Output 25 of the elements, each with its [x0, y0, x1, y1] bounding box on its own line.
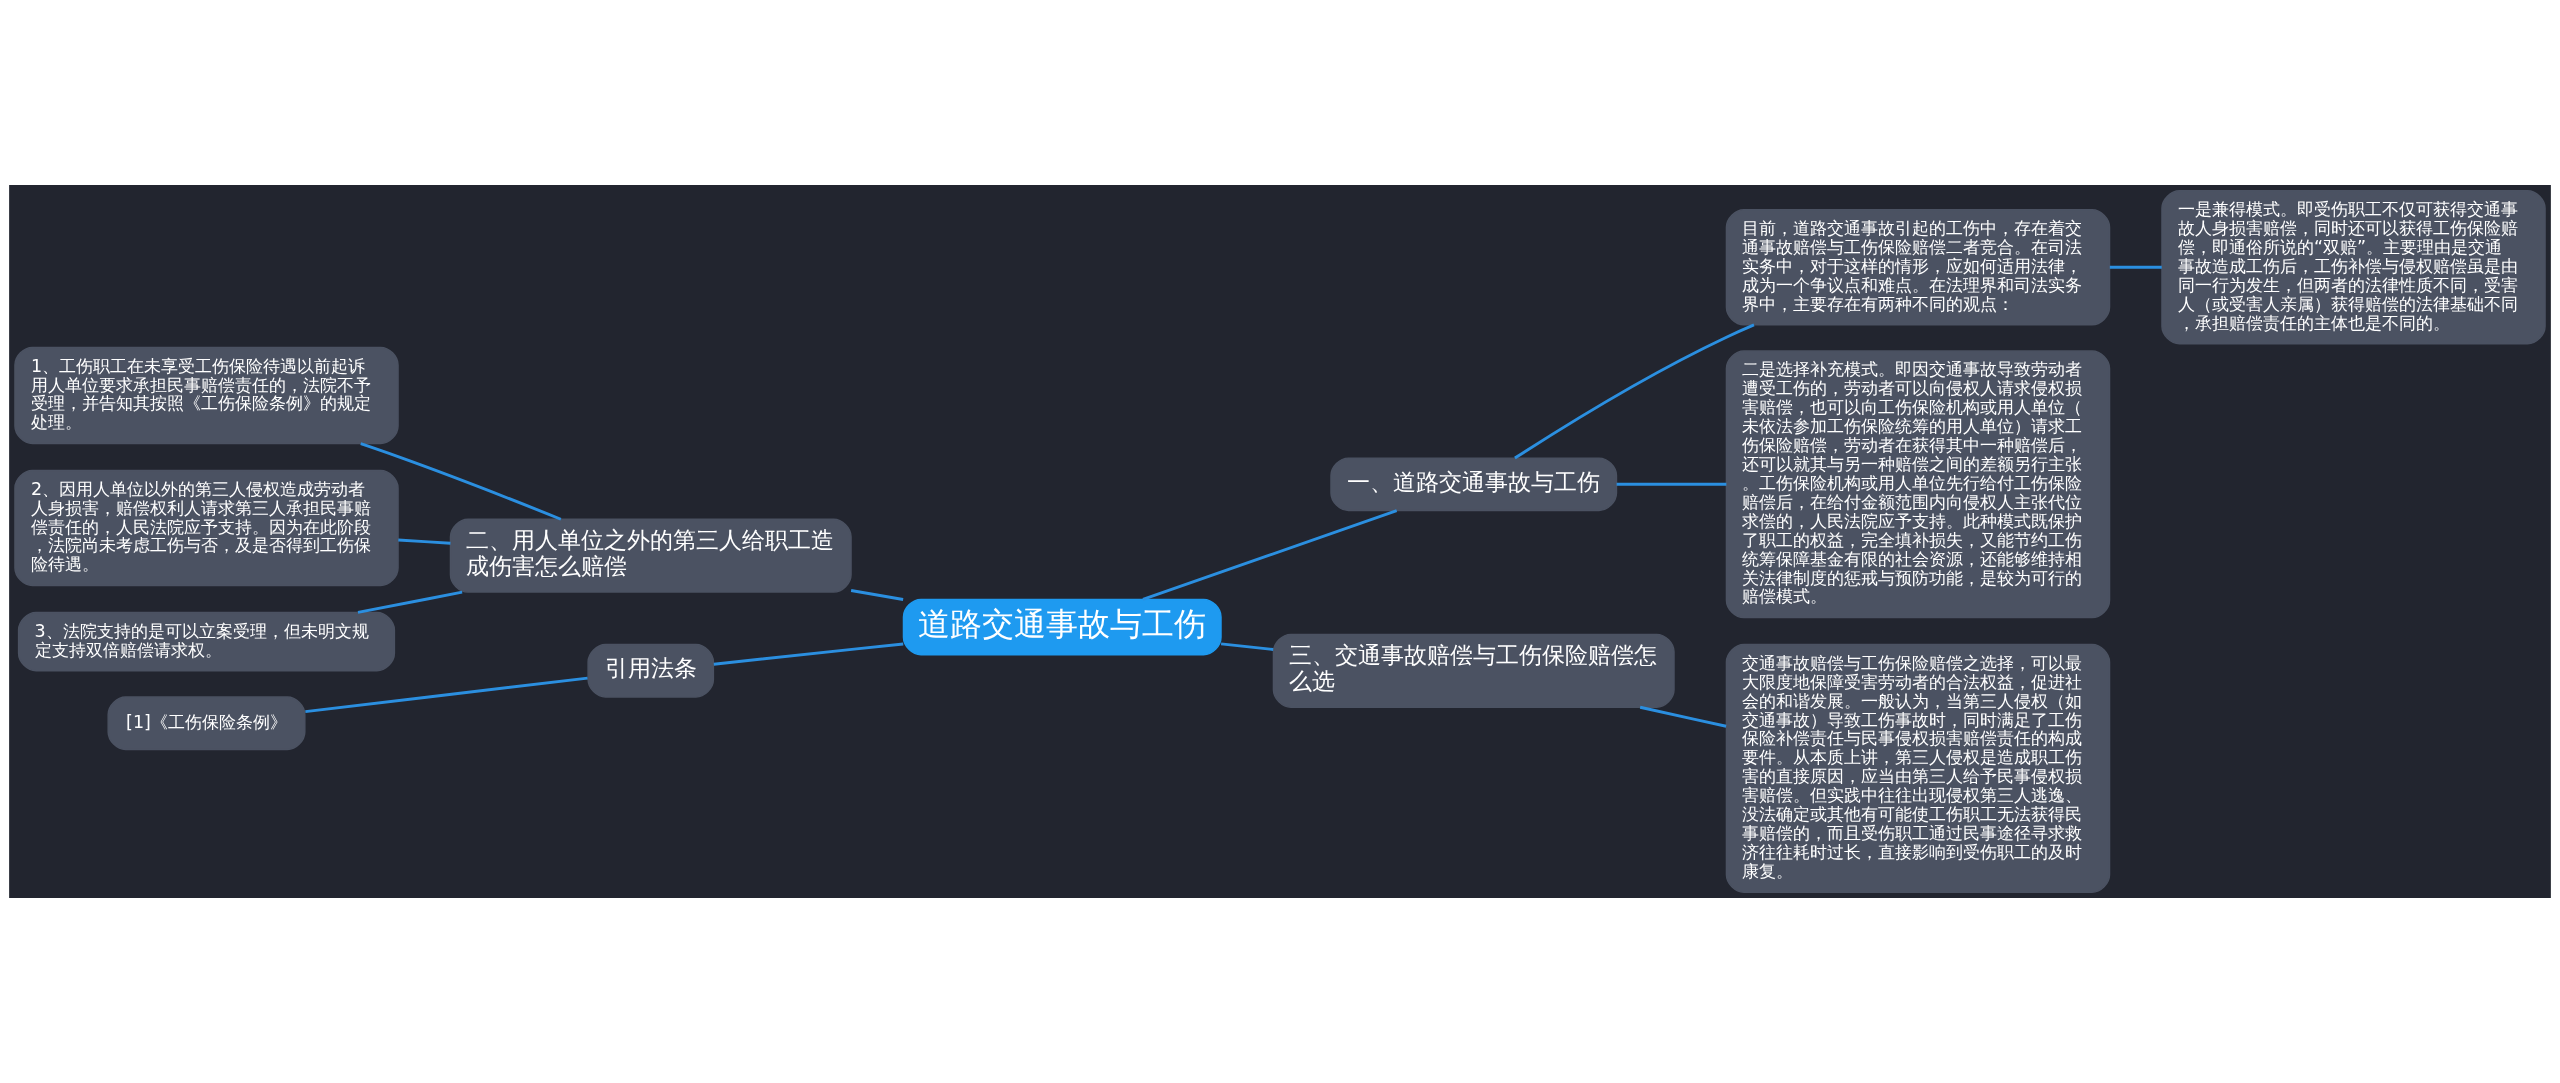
connector — [713, 642, 904, 666]
node-box: 一是兼得模式。即受伤职工不仅可获得交通事故人身损害赔偿，同时还可以获得工伤保险赔偿，即通俗所说的“双赔”。主要理由是交通事故造成工伤后，工伤补偿与侵权赔偿虽是由同一行为发生，但两者的法律性质不同，受害人（或受害人亲属）获得赔偿的法律基础不同，承担赔偿责任的主体也是不同的。 — [2161, 190, 2546, 345]
node-box: 道路交通事故与工伤 — [902, 598, 1222, 656]
connector — [357, 590, 463, 614]
connector — [2109, 265, 2162, 269]
node-box: 目前，道路交通事故引起的工伤中，存在着交通事故赔偿与工伤保险赔偿二者竞合。在司法实务中，对于这样的情形，应如何适用法律，成为一个争议点和难点。在法理界和司法实务界中，主要存在有两种不同的观点： — [1725, 209, 2111, 326]
node-box: [1]《工伤保险条例》 — [107, 696, 306, 751]
connector — [305, 676, 588, 714]
node-box: 1、工伤职工在未享受工伤保险待遇以前起诉用人单位要求承担民事赔偿责任的，法院不予受理，并告知其按照《工伤保险条例》的规定处理。 — [14, 346, 399, 445]
connector — [1514, 323, 1755, 460]
connector — [360, 442, 562, 521]
connector — [1639, 705, 1727, 728]
node-box: 二、用人单位之外的第三人给职工造成伤害怎么赔偿 — [449, 518, 852, 593]
node-box: 交通事故赔偿与工伤保险赔偿之选择，可以最大限度地保障受害劳动者的合法权益，促进社会的和谐发展。一般认为，当第三人侵权（如交通事故）导致工伤事故时，同时满足了工伤保险补偿责任与民事侵权损害赔偿责任的构成要件。从本质上讲，第三人侵权是造成职工伤害的直接原因，应当由第三人给予民事侵权损害赔偿。但实践中往往出现侵权第三人逃逸、没法确定或其他有可能使工伤职工无法获得民事赔偿的，而且受伤职工通过民事途径寻求救济往往耗时过长，直接影响到受伤职工的及时康复。 — [1725, 643, 2111, 893]
node-box: 3、法院支持的是可以立案受理，但未明文规定支持双倍赔偿请求权。 — [17, 611, 396, 672]
connector — [398, 538, 451, 545]
connector — [1142, 509, 1398, 601]
node-box: 引用法条 — [587, 643, 715, 698]
node-box: 2、因用人单位以外的第三人侵权造成劳动者人身损害，赔偿权利人请求第三人承担民事赔偿责任的，人民法院应予支持。因为在此阶段，法院尚未考虑工伤与否，及是否得到工伤保险待遇。 — [14, 469, 399, 587]
connector — [1616, 482, 1727, 486]
node-box: 二是选择补充模式。即因交通事故导致劳动者遭受工伤的，劳动者可以向侵权人请求侵权损害赔偿，也可以向工伤保险机构或用人单位（未依法参加工伤保险统筹的用人单位）请求工伤保险赔偿，劳动者在获得其中一种赔偿后，还可以就其与另一种赔偿之间的差额另行主张。工伤保险机构或用人单位先行给付工伤保险赔偿后，在给付金额范围内向侵权人主张代位求偿的，人民法院应予支持。此种模式既保护了职工的权益，完全填补损失，又能节约工伤统筹保障基金有限的社会资源，还能够维持相关法律制度的惩戒与预防功能，是较为可行的赔偿模式。 — [1725, 350, 2111, 619]
node-box: 三、交通事故赔偿与工伤保险赔偿怎么选 — [1272, 633, 1675, 708]
node-box: 一、道路交通事故与工伤 — [1330, 457, 1618, 512]
connector — [850, 589, 904, 601]
connector — [1220, 642, 1274, 651]
